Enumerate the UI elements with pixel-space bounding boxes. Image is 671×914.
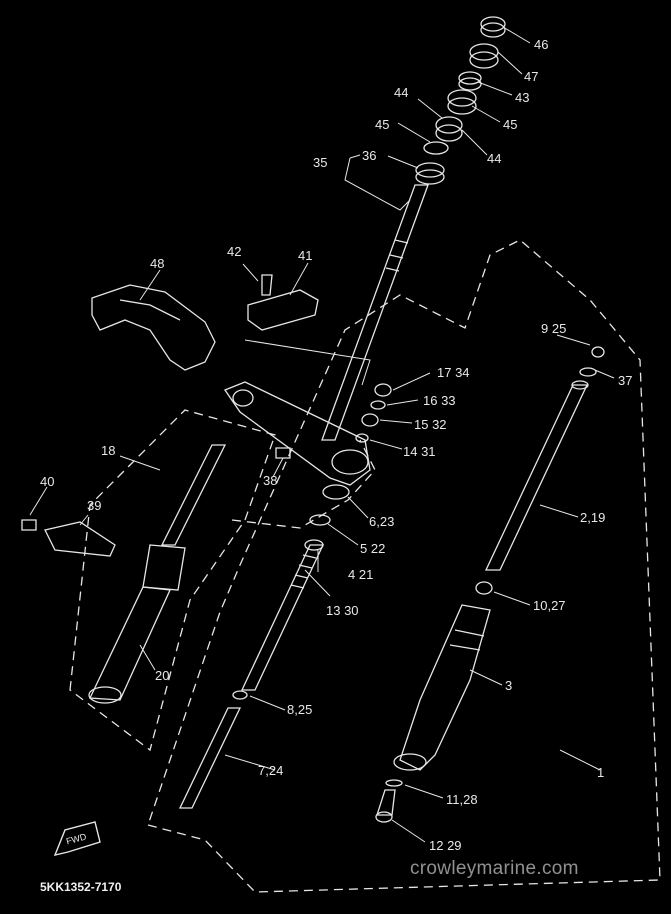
part-label-45-upper: 45: [503, 117, 518, 132]
left-fork-tube: [88, 444, 227, 704]
hose-bracket: [91, 284, 216, 371]
bolt-38: [275, 447, 291, 459]
collar-10: [475, 581, 493, 595]
part-label-38: 38: [263, 473, 278, 488]
part-label-46: 46: [534, 37, 549, 52]
leader-lines: [29, 26, 615, 843]
part-label-1: 1: [597, 765, 605, 780]
part-label-2-19: 2,19: [580, 510, 606, 525]
part-label-35: 35: [313, 155, 328, 170]
bracket-dashed-outline: [231, 439, 376, 529]
bearing-stack: [415, 16, 506, 185]
bolt-12: [376, 789, 396, 816]
bolt-42: [261, 274, 273, 296]
part-label-42: 42: [227, 244, 242, 259]
part-label-20: 20: [155, 668, 170, 683]
part-label-8-25: 8,25: [287, 702, 313, 717]
part-label-13-30: 13 30: [326, 603, 359, 618]
part-code: 5KK1352-7170: [40, 880, 122, 894]
watermark: crowleymarine.com: [410, 858, 579, 879]
left-fork-dashed-outline: [69, 409, 276, 752]
part-label-37: 37: [618, 373, 633, 388]
part-label-48: 48: [150, 256, 165, 271]
part-label-6-23: 6,23: [369, 514, 395, 529]
part-label-5-22: 5 22: [360, 541, 386, 556]
part-label-18: 18: [101, 443, 116, 458]
right-inner-tube: [484, 384, 589, 571]
clip-5: [309, 514, 331, 526]
part-label-3: 3: [505, 678, 513, 693]
damper-rod: [178, 707, 242, 809]
part-label-44-lower: 44: [487, 151, 502, 166]
part-label-7-24: 7,24: [258, 763, 284, 778]
part-label-12-29: 12 29: [429, 838, 462, 853]
bolt-40: [21, 519, 37, 531]
washer-11: [385, 779, 403, 787]
part-label-43: 43: [515, 90, 530, 105]
part-label-36: 36: [362, 148, 377, 163]
part-label-47: 47: [524, 69, 539, 84]
part-label-44-upper: 44: [394, 85, 409, 100]
part-label-4-21: 4 21: [348, 567, 374, 582]
part-label-41: 41: [298, 248, 313, 263]
part-label-16-33: 16 33: [423, 393, 456, 408]
part-label-17-34: 17 34: [437, 365, 470, 380]
part-label-45-lower: 45: [375, 117, 390, 132]
part-label-15-32: 15 32: [414, 417, 447, 432]
clamp-39: [44, 521, 116, 557]
part-label-11-28: 11,28: [446, 792, 478, 807]
right-fork-dashed-outline: [147, 239, 661, 893]
seal-6: [322, 484, 350, 500]
part-label-39: 39: [87, 498, 102, 513]
fwd-arrow-icon: [53, 821, 101, 856]
spring-13: [240, 544, 325, 691]
right-outer-tube: [399, 604, 491, 771]
part-label-40: 40: [40, 474, 55, 489]
part-label-9-25: 9 25: [541, 321, 567, 336]
handle-bracket: [247, 289, 319, 331]
part-label-14-31: 14 31: [403, 444, 436, 459]
steering-shaft: [321, 184, 429, 441]
under-bracket: [224, 381, 371, 486]
part-label-10-27: 10,27: [533, 598, 566, 613]
